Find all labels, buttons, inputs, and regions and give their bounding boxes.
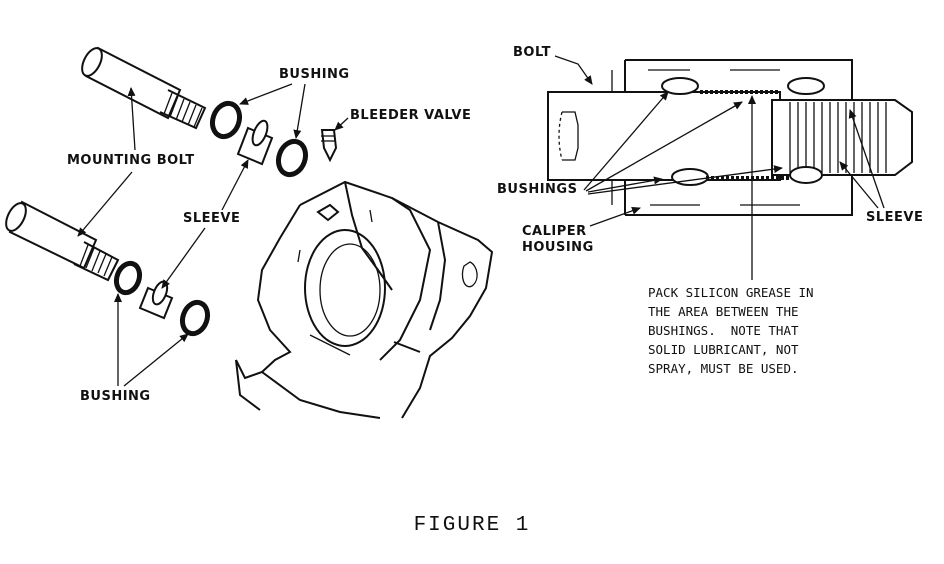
label-bushing-bottom: BUSHING — [80, 389, 151, 404]
lower-bolt-threads — [79, 244, 113, 277]
note-line-4: SOLID LUBRICANT, NOT — [648, 342, 799, 357]
right-leader-lines — [554, 55, 885, 280]
lower-mounting-bolt — [5, 200, 120, 282]
note-line-3: BUSHINGS. NOTE THAT — [648, 323, 799, 338]
note-line-2: THE AREA BETWEEN THE — [648, 304, 799, 319]
note-line-5: SPRAY, MUST BE USED. — [648, 361, 799, 376]
label-caliper: CALIPER — [522, 224, 587, 239]
lower-sleeve — [138, 280, 174, 320]
caliper-housing — [235, 180, 494, 419]
lubrication-note: PACK SILICON GREASE IN THE AREA BETWEEN … — [648, 283, 814, 378]
label-bleeder-valve: BLEEDER VALVE — [350, 108, 472, 123]
lower-bushing-left — [113, 260, 143, 296]
upper-bushing-left — [209, 100, 243, 140]
figure-caption: FIGURE 1 — [413, 514, 531, 537]
label-sleeve-left: SLEEVE — [183, 211, 241, 226]
label-sleeve-right: SLEEVE — [866, 210, 924, 225]
label-bolt: BOLT — [513, 45, 551, 60]
label-bushings: BUSHINGS — [497, 182, 578, 197]
left-leader-lines — [77, 83, 349, 387]
upper-bolt-threads — [163, 92, 203, 128]
label-housing: HOUSING — [522, 240, 594, 255]
cross-section-threads — [789, 102, 887, 173]
upper-mounting-bolt — [81, 46, 207, 130]
bleeder-valve — [320, 129, 338, 163]
note-line-1: PACK SILICON GREASE IN — [648, 285, 814, 300]
upper-sleeve — [236, 119, 274, 166]
lower-bushing-right — [179, 299, 211, 337]
label-bushing-top: BUSHING — [279, 67, 350, 82]
upper-bushing-right — [275, 138, 309, 178]
label-mounting-bolt: MOUNTING BOLT — [67, 153, 195, 168]
